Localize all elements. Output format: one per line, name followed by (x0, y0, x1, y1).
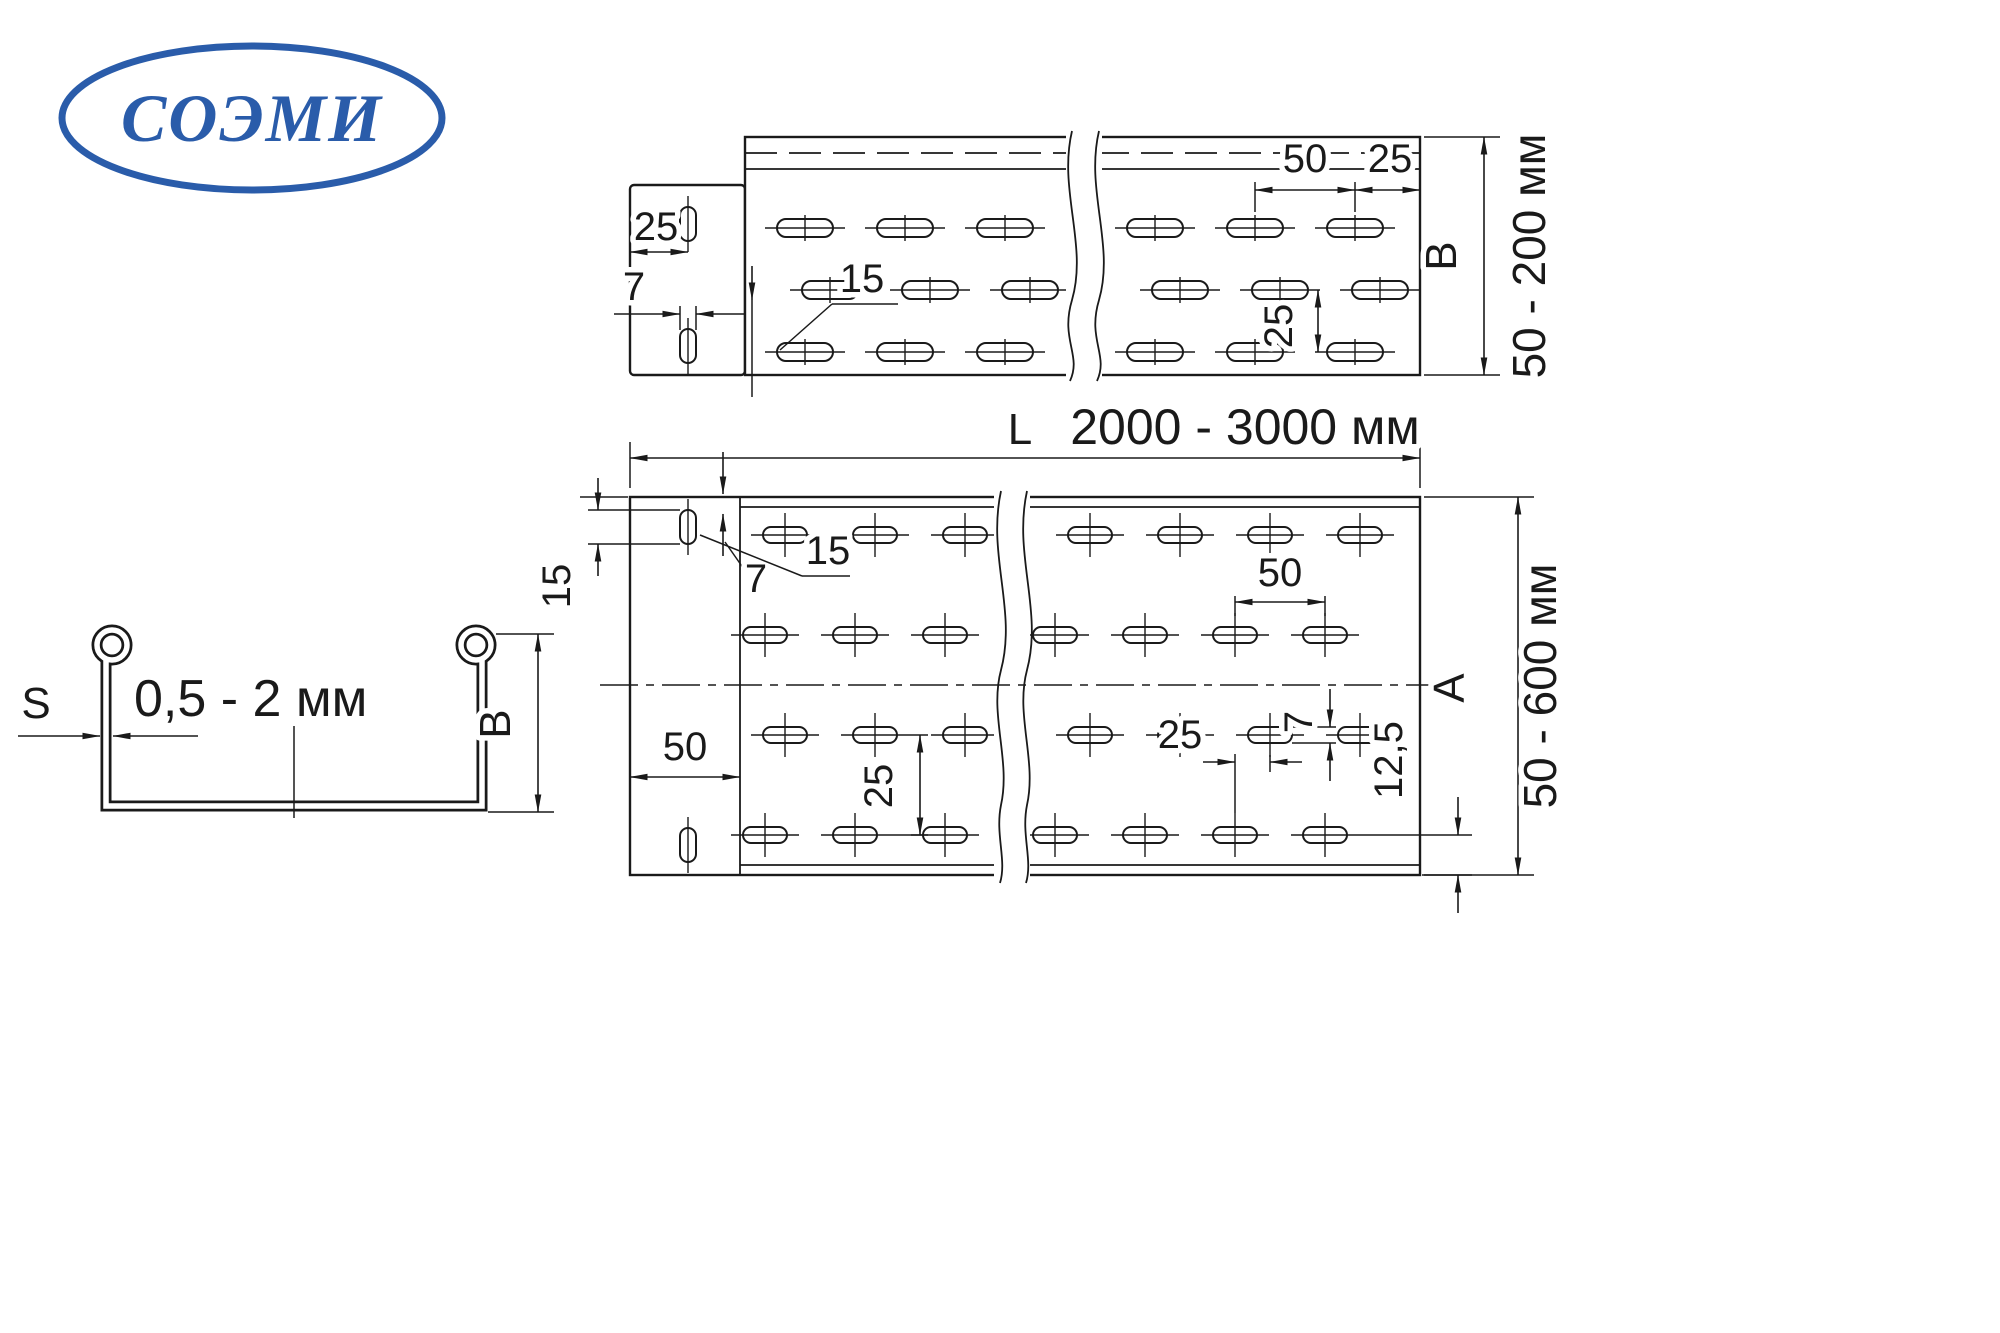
pv-dim-7-slot: 7 (1277, 711, 1321, 733)
pv-dim-12-5: 12,5 (1367, 721, 1411, 799)
sv-height-label: B (1417, 241, 1466, 270)
sv-dim-25-tab: 25 (634, 205, 679, 249)
logo-text: СОЭМИ (121, 80, 383, 156)
pv-length-range: 2000 - 3000 мм (1070, 399, 1420, 455)
cross-section-view: S 0,5 - 2 мм B (16, 624, 554, 818)
break-line (1067, 130, 1078, 382)
side-view: 50 25 25 7 15 25 B 50 - 200 мм (614, 128, 1561, 397)
pv-dim-7-lip: 7 (745, 557, 767, 601)
pv-dim-15-slot: 15 (806, 529, 851, 573)
pv-dim-15-left: 15 (535, 564, 579, 609)
break-line (1094, 130, 1105, 382)
pv-width-range: 50 - 600 мм (1514, 564, 1566, 809)
sv-dim-15: 15 (840, 257, 885, 301)
sv-dim-7: 7 (623, 265, 645, 309)
xsec-thickness-label: 0,5 - 2 мм (134, 670, 367, 728)
sv-dim-25-edge: 25 (1368, 137, 1413, 181)
xsec-s-label: S (21, 679, 50, 728)
break-line (1022, 490, 1033, 884)
plan-view: L 2000 - 3000 мм (530, 394, 1572, 913)
sv-height-range: 50 - 200 мм (1503, 134, 1555, 379)
cross-section-dimensions: S 0,5 - 2 мм B (16, 633, 554, 813)
pv-dim-50-tab: 50 (663, 725, 708, 769)
pv-dim-25-rows: 25 (857, 764, 901, 809)
sv-dim-50: 50 (1283, 137, 1328, 181)
logo-oval (58, 42, 446, 194)
plan-length-dimension: L 2000 - 3000 мм (629, 394, 1425, 488)
break-line (996, 490, 1007, 884)
pv-width-label: A (1425, 673, 1474, 703)
pv-dim-50-pitch: 50 (1258, 551, 1303, 595)
pv-dim-25-stagger: 25 (1158, 713, 1203, 757)
sv-dim-25-rows: 25 (1257, 304, 1301, 349)
xsec-height-label: B (471, 709, 520, 738)
plan-dimensions: 15 7 15 50 25 50 7 (530, 452, 1572, 913)
pv-length-label: L (1008, 405, 1032, 454)
logo: СОЭМИ (58, 42, 446, 194)
side-dimensions: 50 25 25 7 15 25 B 50 - 200 мм (614, 128, 1561, 397)
